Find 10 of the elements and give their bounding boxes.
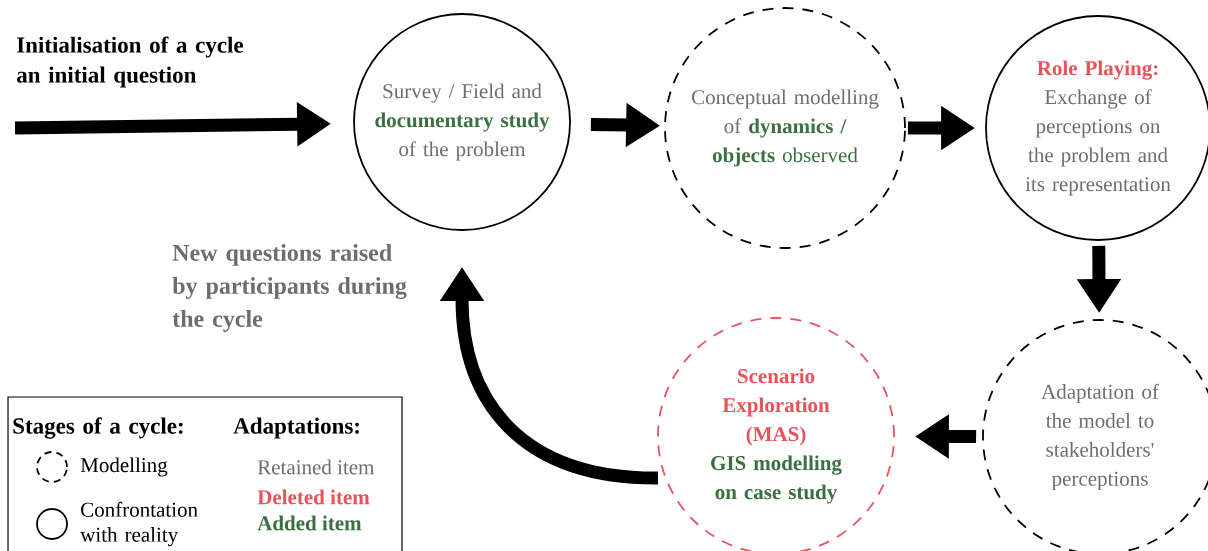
legend-heading: Adaptations: [233,417,359,439]
legend-heading: Stages of a cycle: [13,417,183,439]
annotation-text: New questions raised by participants during the cycle [172,244,407,332]
legend-item: Added item [257,515,362,531]
legend-item: Deleted item [257,489,370,505]
heading-text: Initialisation of a cycle [17,36,244,58]
legend-label: Confrontation with reality [80,501,198,547]
legend-label: Modelling [80,457,168,477]
legend-item: Retained item [257,459,375,475]
heading-text: an initial question [16,66,197,88]
